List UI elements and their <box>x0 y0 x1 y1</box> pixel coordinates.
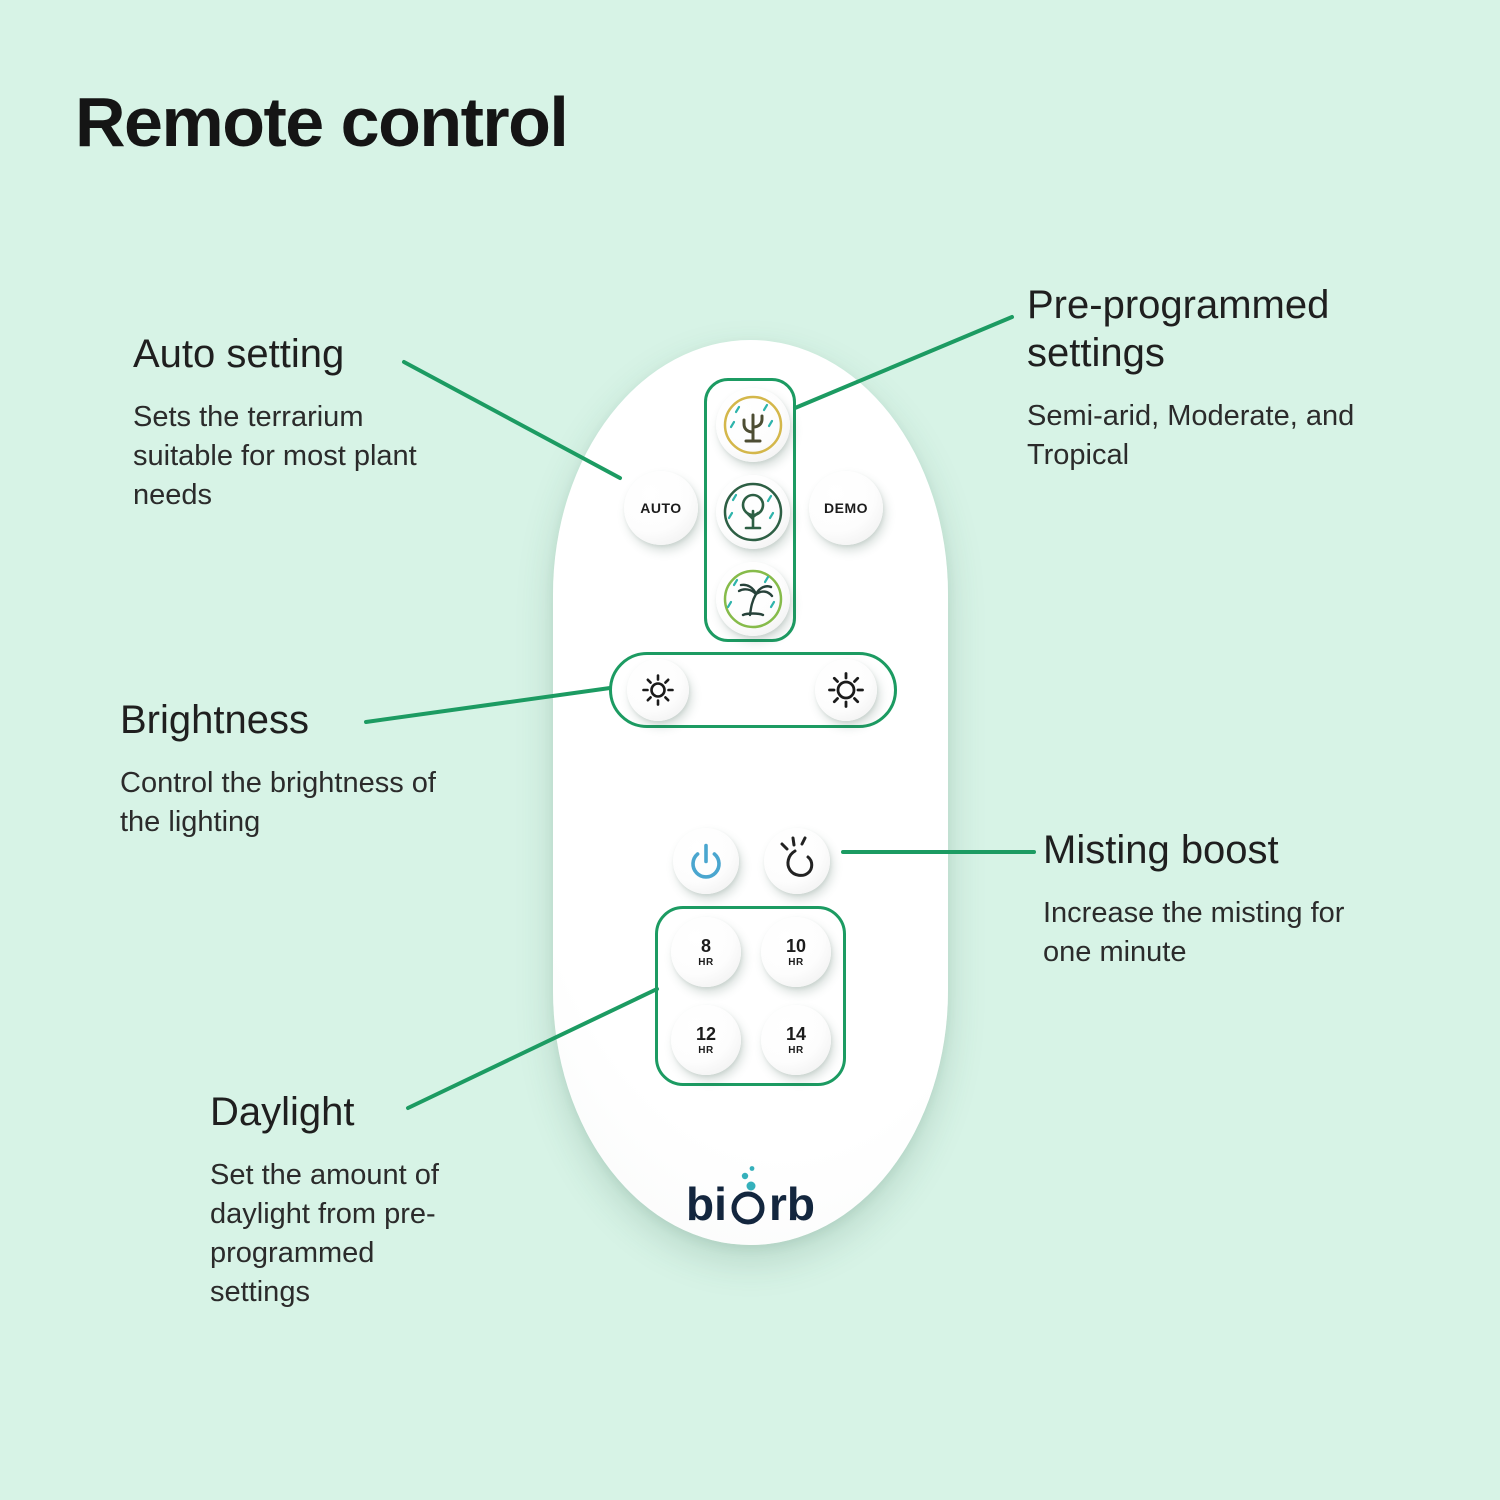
tropical-palm-icon <box>723 569 783 629</box>
annotation-misting-title: Misting boost <box>1043 828 1279 872</box>
auto-button[interactable]: AUTO <box>624 471 698 545</box>
brand-o-bubbles-icon <box>731 1166 765 1225</box>
brand-text-suffix: rb <box>768 1178 815 1230</box>
daylight-8hr-button[interactable]: 8 HR <box>671 917 741 987</box>
daylight-10hr-button[interactable]: 10 HR <box>761 917 831 987</box>
brightness-up-button[interactable] <box>815 659 877 721</box>
annotation-daylight: Daylight Set the amount of daylight from… <box>210 1088 510 1311</box>
annotation-misting: Misting boost Increase the misting for o… <box>1043 826 1413 972</box>
annotation-preprogrammed: Pre-programmed settings Semi-arid, Moder… <box>1027 281 1407 475</box>
power-button[interactable] <box>673 828 739 894</box>
annotation-auto-body: Sets the terrarium suitable for most pla… <box>133 401 417 511</box>
annotation-brightness-title: Brightness <box>120 698 309 742</box>
daylight-12hr-value: 12 <box>695 1023 717 1044</box>
brand-logo: bi rb <box>553 1165 948 1227</box>
dim-sun-icon <box>642 674 674 706</box>
power-icon <box>691 843 721 879</box>
preset-tropical-button[interactable] <box>716 562 790 636</box>
demo-button[interactable]: DEMO <box>809 471 883 545</box>
auto-button-label: AUTO <box>640 500 682 516</box>
misting-icon <box>780 836 814 877</box>
annotation-auto-title: Auto setting <box>133 332 345 376</box>
semi-arid-cactus-icon <box>723 395 783 455</box>
annotation-daylight-body: Set the amount of daylight from pre-prog… <box>210 1159 439 1308</box>
daylight-8hr-value: 8 <box>700 935 711 956</box>
annotation-brightness: Brightness Control the brightness of the… <box>120 696 520 842</box>
daylight-8hr-unit: HR <box>698 956 714 968</box>
preset-moderate-button[interactable] <box>716 475 790 549</box>
preset-settings-group <box>704 378 796 642</box>
moderate-tree-icon <box>723 482 783 542</box>
annotation-daylight-title: Daylight <box>210 1090 355 1134</box>
annotation-preprogrammed-title: Pre-programmed settings <box>1027 283 1330 375</box>
annotation-misting-body: Increase the misting for one minute <box>1043 897 1345 968</box>
daylight-14hr-button[interactable]: 14 HR <box>761 1005 831 1075</box>
daylight-14hr-value: 14 <box>785 1023 807 1044</box>
annotation-preprogrammed-body: Semi-arid, Moderate, and Tropical <box>1027 400 1355 471</box>
daylight-14hr-unit: HR <box>788 1044 804 1056</box>
demo-button-label: DEMO <box>824 500 868 516</box>
daylight-10hr-unit: HR <box>788 956 804 968</box>
misting-button[interactable] <box>764 828 830 894</box>
remote-body: AUTO DEMO <box>553 340 948 1245</box>
page-title: Remote control <box>75 83 569 161</box>
brightness-down-button[interactable] <box>627 659 689 721</box>
preset-semi-arid-button[interactable] <box>716 388 790 462</box>
daylight-12hr-button[interactable]: 12 HR <box>671 1005 741 1075</box>
brand-text-prefix: bi <box>686 1178 727 1230</box>
annotation-auto-setting: Auto setting Sets the terrarium suitable… <box>133 330 453 515</box>
daylight-12hr-unit: HR <box>698 1044 714 1056</box>
daylight-10hr-value: 10 <box>785 935 807 956</box>
bright-sun-icon <box>828 672 864 708</box>
annotation-brightness-body: Control the brightness of the lighting <box>120 767 436 838</box>
